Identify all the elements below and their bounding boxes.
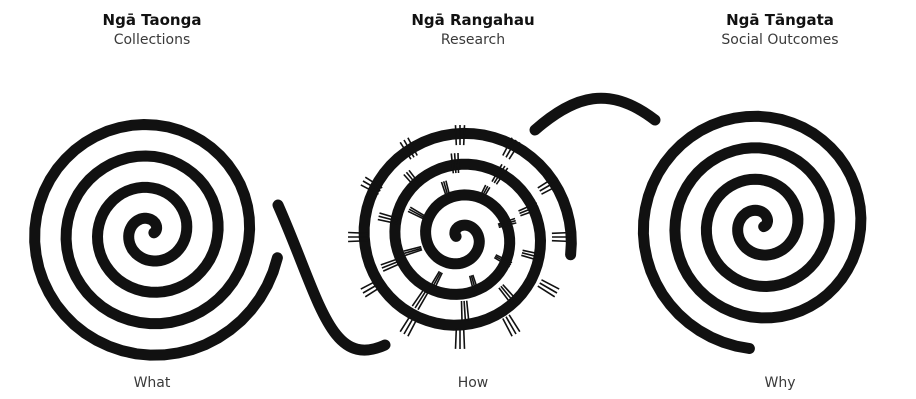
column-heading-collections: Ngā Taonga Collections [22,10,282,50]
spiral-stroke [535,98,655,130]
ladder-bar [542,280,560,289]
ladder-bar [348,241,368,242]
ladder-bar [467,301,469,321]
ladder-bar [348,233,368,234]
ladder-bar [552,241,572,242]
column-title: Ngā Tāngata [650,10,910,30]
column-title: Ngā Taonga [22,10,282,30]
spiral-stroke [364,133,571,325]
column-footer-what: What [22,373,282,393]
column-heading-research: Ngā Rangahau Research [343,10,603,50]
wave-connector-right [535,98,655,130]
ladder-bar [462,301,463,321]
column-subtitle: Research [343,30,603,50]
ladder-bar [456,329,457,349]
ladder-bar [464,301,465,321]
ladder-bar [464,329,465,349]
column-footer-how: How [343,373,603,393]
column-subtitle: Collections [22,30,282,50]
column-subtitle: Social Outcomes [650,30,910,50]
ladder-bar [552,233,572,234]
ladder-bar [408,319,417,337]
ladder-bar [464,125,465,145]
koru-spiral-left-icon [35,125,278,356]
koru-spiral-middle-icon [364,133,571,325]
ladder-bar [456,125,457,145]
spiral-stroke [35,125,278,356]
column-heading-social-outcomes: Ngā Tāngata Social Outcomes [650,10,910,50]
spiral-stroke [643,116,861,348]
ladder-bar [503,319,512,337]
column-title: Ngā Rangahau [343,10,603,30]
koru-spiral-right-icon [643,116,861,348]
column-footer-why: Why [650,373,910,393]
ladder-bar [458,153,459,173]
